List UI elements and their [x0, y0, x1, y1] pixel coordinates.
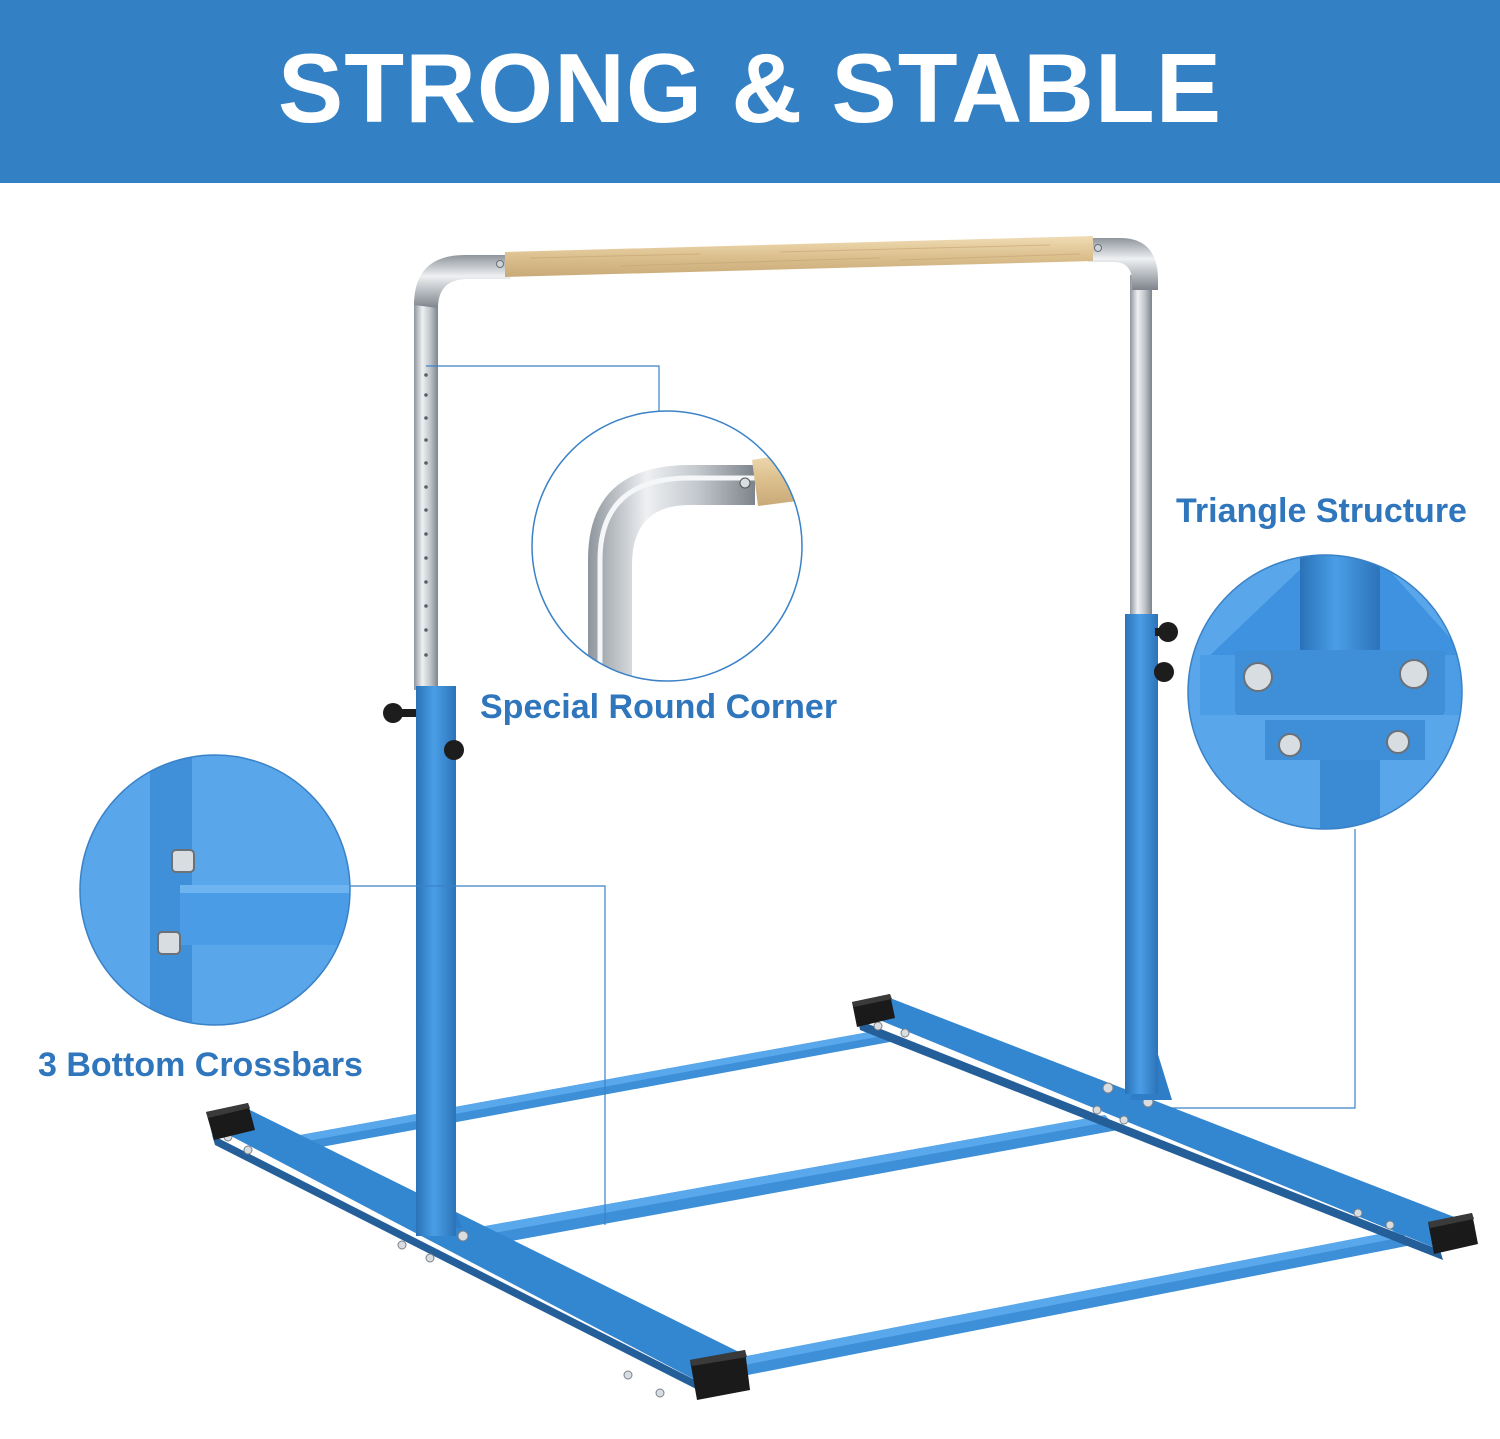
label-special-round-corner: Special Round Corner	[480, 688, 838, 726]
leader-lines	[350, 365, 1356, 1225]
banner-title: STRONG & STABLE	[277, 32, 1223, 143]
header-banner: STRONG & STABLE	[0, 0, 1500, 183]
top-bar	[414, 236, 1158, 308]
rubber-feet	[206, 994, 1478, 1400]
label-triangle-structure: Triangle Structure	[1176, 492, 1467, 530]
uprights	[383, 275, 1178, 1236]
label-bottom-crossbars: 3 Bottom Crossbars	[38, 1046, 363, 1084]
crossbar-detail	[79, 754, 351, 1026]
round-corner-detail	[531, 410, 803, 682]
product-illustration	[79, 236, 1478, 1400]
base-frame	[206, 994, 1478, 1400]
triangle-detail	[1187, 554, 1463, 830]
